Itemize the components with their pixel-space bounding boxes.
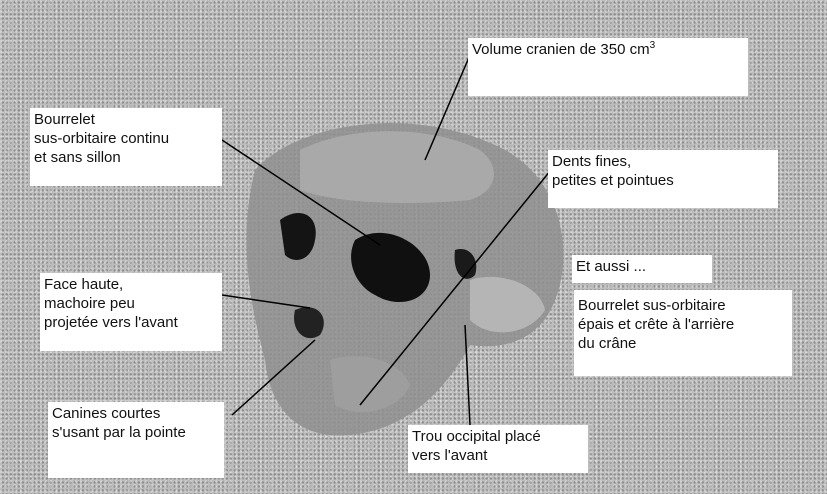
label-line: Canines courtes bbox=[52, 404, 220, 423]
label-et-aussi: Et aussi ... bbox=[572, 255, 712, 283]
label-bourrelet: Bourrelet sus-orbitaire continu et sans … bbox=[30, 108, 222, 186]
label-face: Face haute, machoire peu projetée vers l… bbox=[40, 273, 222, 351]
label-line: Face haute, bbox=[44, 275, 218, 294]
label-line: Bourrelet bbox=[34, 110, 218, 129]
label-canines: Canines courtes s'usant par la pointe bbox=[48, 402, 224, 478]
label-bourrelet-epais: Bourrelet sus-orbitaire épais et crête à… bbox=[574, 290, 792, 376]
label-line: vers l'avant bbox=[412, 446, 584, 465]
label-line: sus-orbitaire continu bbox=[34, 129, 218, 148]
label-trou: Trou occipital placé vers l'avant bbox=[408, 425, 588, 473]
label-dents: Dents fines, petites et pointues bbox=[548, 150, 778, 208]
label-line: Bourrelet sus-orbitaire bbox=[578, 296, 788, 315]
label-line: Trou occipital placé bbox=[412, 427, 584, 446]
label-line: épais et crête à l'arrière bbox=[578, 315, 788, 334]
label-line: machoire peu bbox=[44, 294, 218, 313]
label-volume-text: Volume cranien de 350 cm3 bbox=[472, 40, 744, 59]
label-line: Et aussi ... bbox=[576, 257, 708, 276]
label-line: s'usant par la pointe bbox=[52, 423, 220, 442]
label-line: et sans sillon bbox=[34, 148, 218, 167]
label-line: petites et pointues bbox=[552, 171, 774, 190]
label-line: Dents fines, bbox=[552, 152, 774, 171]
skull-image bbox=[246, 123, 563, 435]
label-volume: Volume cranien de 350 cm3 bbox=[468, 38, 748, 96]
label-line: projetée vers l'avant bbox=[44, 313, 218, 332]
label-line: du crâne bbox=[578, 334, 788, 353]
